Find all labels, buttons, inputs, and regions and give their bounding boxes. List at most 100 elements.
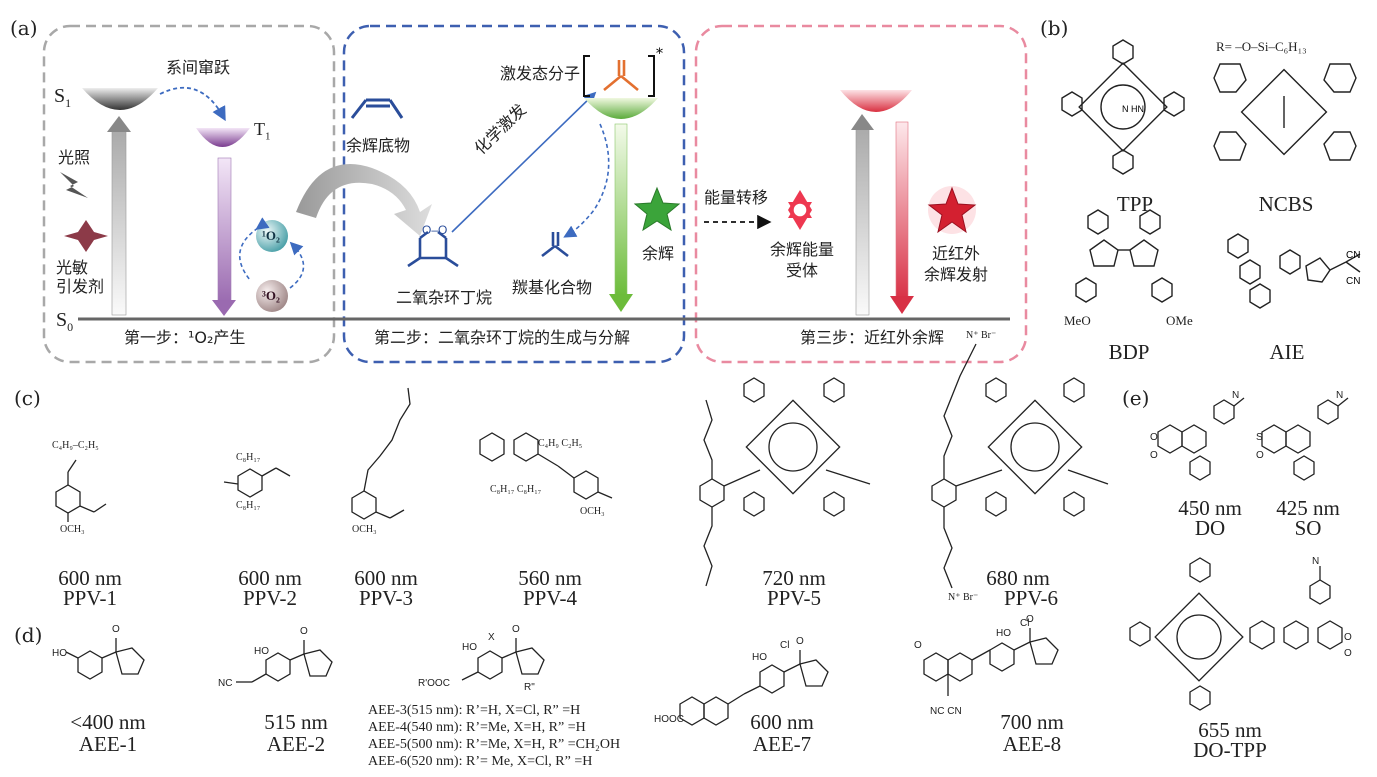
svg-text:HO: HO [462, 642, 477, 653]
ppv3-wavelength: 600 nm [354, 566, 418, 590]
svg-text:O: O [1344, 632, 1352, 643]
s1-bowl [82, 88, 158, 110]
s1-label: S1 [54, 85, 72, 110]
so-name: SO [1294, 516, 1322, 540]
excited-molecule-label: 激发态分子 [500, 64, 581, 83]
ppv6-name: PPV-6 [1003, 586, 1059, 610]
aee4-entry: AEE-4(540 nm): R’=Me, X=H, R” =H [368, 720, 586, 735]
svg-text:HO: HO [996, 628, 1011, 639]
carbonyl-icon [541, 232, 569, 258]
svg-text:O: O [1344, 648, 1352, 659]
t1-bowl [196, 128, 250, 147]
panel-label-c: (c) [14, 386, 41, 410]
afterglow-label: 余辉 [642, 244, 675, 263]
svg-text:HO: HO [752, 652, 767, 663]
do-wavelength: 450 nm [1178, 496, 1242, 520]
svg-text:O: O [1256, 450, 1264, 461]
bdp-structure [1075, 209, 1173, 303]
panel-label-e: (e) [1122, 386, 1150, 410]
ppv4-wavelength: 560 nm [518, 566, 582, 590]
aee6-entry: AEE-6(520 nm): R’= Me, X=Cl, R” =H [368, 754, 593, 769]
svg-text:O: O [1150, 432, 1158, 443]
nir-emission-label: 近红外 余辉发射 [924, 244, 989, 284]
panel-label-d: (d) [14, 623, 43, 647]
s0-label: S0 [56, 309, 74, 334]
do-name: DO [1194, 516, 1226, 540]
svg-text:N⁺ Br⁻: N⁺ Br⁻ [948, 592, 978, 603]
svg-text:Cl: Cl [780, 640, 789, 651]
green-bowl [584, 98, 658, 119]
molecule-name-tpp: TPP [1116, 192, 1154, 216]
ppv1-name: PPV-1 [62, 586, 118, 610]
svg-text:C₄H₉ C₂H₅: C₄H₉ C₂H₅ [538, 438, 582, 449]
molecule-name-ncbs: NCBS [1258, 192, 1314, 216]
svg-text:CN: CN [1346, 276, 1360, 287]
svg-text:N⁺ Br⁻: N⁺ Br⁻ [966, 330, 996, 341]
aee8-name: AEE-8 [1002, 732, 1062, 756]
svg-text:O: O [1026, 614, 1034, 625]
acceptor-icon [788, 190, 812, 230]
isc-label: 系间窜跃 [166, 58, 231, 77]
nir-star-icon [927, 186, 977, 234]
light-label: 光照 [58, 148, 91, 167]
svg-text:O: O [512, 624, 520, 635]
transfer-arrow [296, 163, 432, 236]
aee1-name: AEE-1 [78, 732, 138, 756]
svg-text:HO: HO [254, 646, 269, 657]
svg-text:HOOC: HOOC [654, 714, 684, 725]
ppv5-wavelength: 720 nm [762, 566, 826, 590]
svg-text:HO: HO [52, 648, 67, 659]
aie-structure [1227, 233, 1361, 309]
svg-text:N: N [1312, 556, 1319, 567]
do-tpp-name: DO-TPP [1193, 738, 1267, 762]
ppv1-wavelength: 600 nm [58, 566, 122, 590]
ppv3-name: PPV-3 [358, 586, 414, 610]
svg-text:CN: CN [1346, 250, 1360, 261]
aee-substituent-list: AEE-3(515 nm): R’=H, X=Cl, R” =H AEE-4(5… [368, 702, 620, 770]
tpp-structure [1061, 39, 1185, 175]
aee2-wavelength: 515 nm [264, 710, 328, 734]
afterglow-substrate-label: 余辉底物 [346, 136, 411, 155]
bdp-sub-left: MeO [1064, 313, 1091, 328]
svg-text:N: N [1336, 390, 1343, 401]
isc-arrow [159, 86, 226, 122]
carbonyl-label: 羰基化合物 [512, 278, 593, 297]
svg-text:C₈H₁₇: C₈H₁₇ [236, 500, 260, 511]
triplet-oxygen-label: ³O₂ [262, 288, 280, 303]
step2-label: 第二步：二氧杂环丁烷的生成与分解 [374, 328, 631, 347]
afterglow-star-icon [633, 186, 681, 232]
svg-text:S: S [1256, 432, 1263, 443]
photosensitizer-icon [64, 220, 108, 252]
so-wavelength: 425 nm [1276, 496, 1340, 520]
acceptor-label: 余辉能量 受体 [770, 240, 835, 280]
svg-text:O–O: O–O [422, 223, 447, 237]
ppv6-wavelength: 680 nm [986, 566, 1050, 590]
aee1-wavelength: <400 nm [70, 710, 146, 734]
ppv2-name: PPV-2 [242, 586, 298, 610]
svg-text:R": R" [524, 682, 535, 693]
aee3-entry: AEE-3(515 nm): R’=H, X=Cl, R” =H [368, 703, 581, 718]
photosensitizer-label: 光敏 引发剂 [56, 258, 105, 297]
panel-label-b: (b) [1040, 16, 1069, 40]
svg-text:OCH₃: OCH₃ [580, 506, 605, 517]
bdp-sub-right: OMe [1166, 313, 1193, 328]
t1-label: T1 [254, 119, 271, 143]
svg-text:R'OOC: R'OOC [418, 678, 450, 689]
step1-label: 第一步：¹O₂产生 [124, 328, 246, 347]
svg-text:NC: NC [218, 678, 232, 689]
dioxetane-label: 二氧杂环丁烷 [396, 288, 493, 307]
svg-text:O: O [112, 624, 120, 635]
svg-text:N: N [1232, 390, 1239, 401]
molecule-name-aie: AIE [1269, 340, 1305, 364]
svg-text:O: O [914, 640, 922, 651]
energy-transfer-label: 能量转移 [704, 188, 769, 207]
svg-text:Cl: Cl [1020, 618, 1029, 629]
ncbs-structure [1213, 63, 1357, 161]
molecule-name-bdp: BDP [1108, 340, 1150, 364]
svg-text:O: O [300, 626, 308, 637]
alkene-icon [350, 98, 404, 119]
